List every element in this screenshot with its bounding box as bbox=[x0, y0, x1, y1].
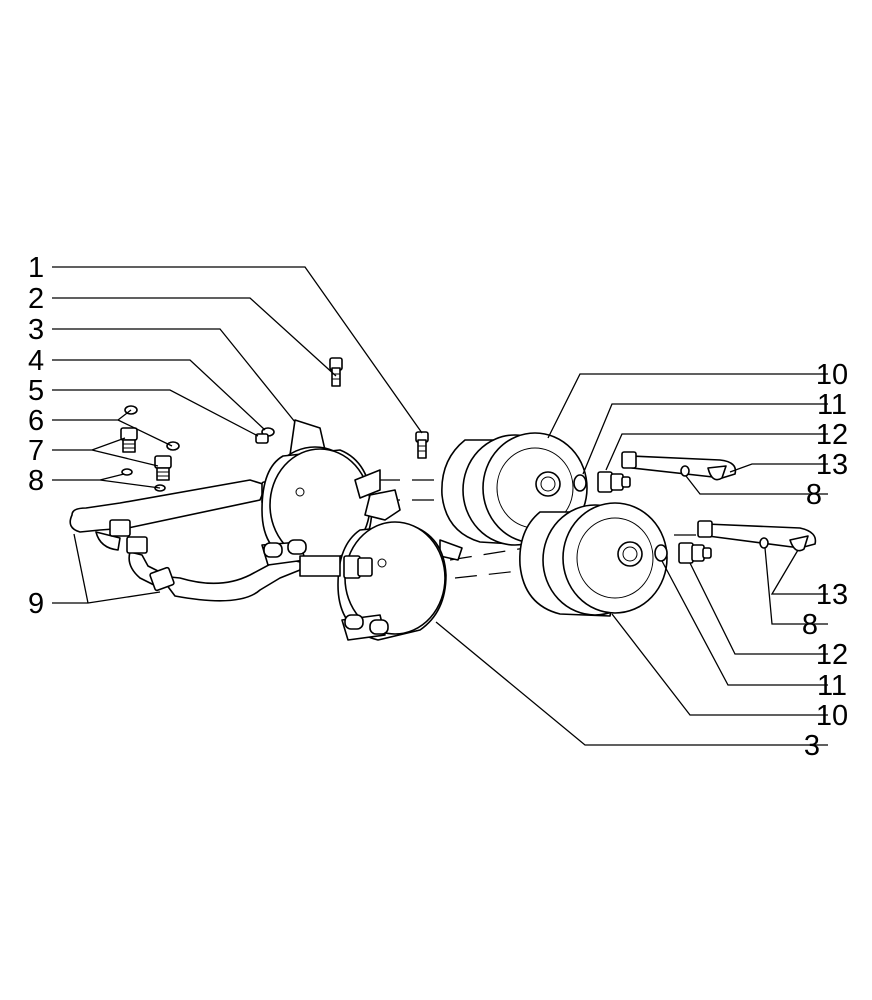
connector-upper bbox=[597, 471, 631, 493]
callout-3b: 3 bbox=[804, 730, 820, 762]
callout-12a: 12 bbox=[816, 419, 848, 451]
clamp-right bbox=[299, 489, 463, 641]
callout-12b: 12 bbox=[816, 639, 848, 671]
callouts-right: 10 11 12 13 8 13 8 12 11 10 3 bbox=[802, 359, 848, 762]
callout-8b: 8 bbox=[806, 479, 822, 511]
callout-3: 3 bbox=[28, 314, 44, 346]
callout-4: 4 bbox=[28, 345, 44, 377]
callout-10b: 10 bbox=[816, 700, 848, 732]
leader-5 bbox=[52, 389, 259, 437]
leader-1 bbox=[52, 266, 423, 434]
o-ring-upper bbox=[573, 474, 587, 492]
callout-8c: 8 bbox=[802, 609, 818, 641]
nut-washer bbox=[255, 427, 275, 444]
callout-5: 5 bbox=[28, 375, 44, 407]
callout-11a: 11 bbox=[817, 389, 847, 421]
leader-12a bbox=[605, 433, 828, 471]
leader-lines bbox=[52, 266, 828, 746]
leader-7 bbox=[52, 437, 159, 467]
leader-13a bbox=[729, 463, 828, 473]
bolt-1 bbox=[415, 431, 429, 459]
callout-11b: 11 bbox=[817, 670, 847, 702]
pipe-elbow-upper bbox=[621, 451, 737, 481]
parts-drawing bbox=[69, 357, 817, 641]
leader-10b bbox=[611, 613, 828, 716]
callouts-left: 1 2 3 4 5 6 7 8 9 bbox=[28, 252, 44, 620]
callout-13a: 13 bbox=[816, 449, 848, 481]
leader-6 bbox=[52, 409, 173, 447]
callout-10a: 10 bbox=[816, 359, 848, 391]
leader-13b bbox=[770, 549, 828, 595]
leader-3 bbox=[52, 328, 296, 423]
leader-9 bbox=[52, 533, 161, 604]
o-ring-lower bbox=[654, 544, 668, 562]
leader-12b bbox=[689, 562, 828, 655]
callout-9: 9 bbox=[28, 588, 44, 620]
leader-11b bbox=[661, 560, 828, 686]
leader-8a bbox=[52, 473, 161, 489]
callout-13b: 13 bbox=[816, 579, 848, 611]
union-fittings bbox=[120, 405, 180, 492]
leader-8c bbox=[764, 547, 828, 625]
callout-8: 8 bbox=[28, 465, 44, 497]
leader-11a bbox=[582, 403, 828, 475]
callout-1: 1 bbox=[28, 252, 44, 284]
callout-7: 7 bbox=[28, 435, 44, 467]
connector-lower bbox=[678, 542, 712, 564]
leader-2 bbox=[52, 297, 337, 377]
callout-2: 2 bbox=[28, 283, 44, 315]
air-tank-lower bbox=[519, 502, 668, 617]
air-pipe bbox=[69, 479, 303, 602]
clamp-left bbox=[261, 419, 381, 566]
leader-10a bbox=[547, 373, 828, 439]
pipe-elbow-lower bbox=[697, 520, 817, 552]
leader-4 bbox=[52, 359, 266, 431]
bolt-2 bbox=[329, 357, 343, 387]
leader-3b bbox=[435, 621, 828, 746]
leader-8b bbox=[685, 475, 828, 495]
callout-6: 6 bbox=[28, 405, 44, 437]
